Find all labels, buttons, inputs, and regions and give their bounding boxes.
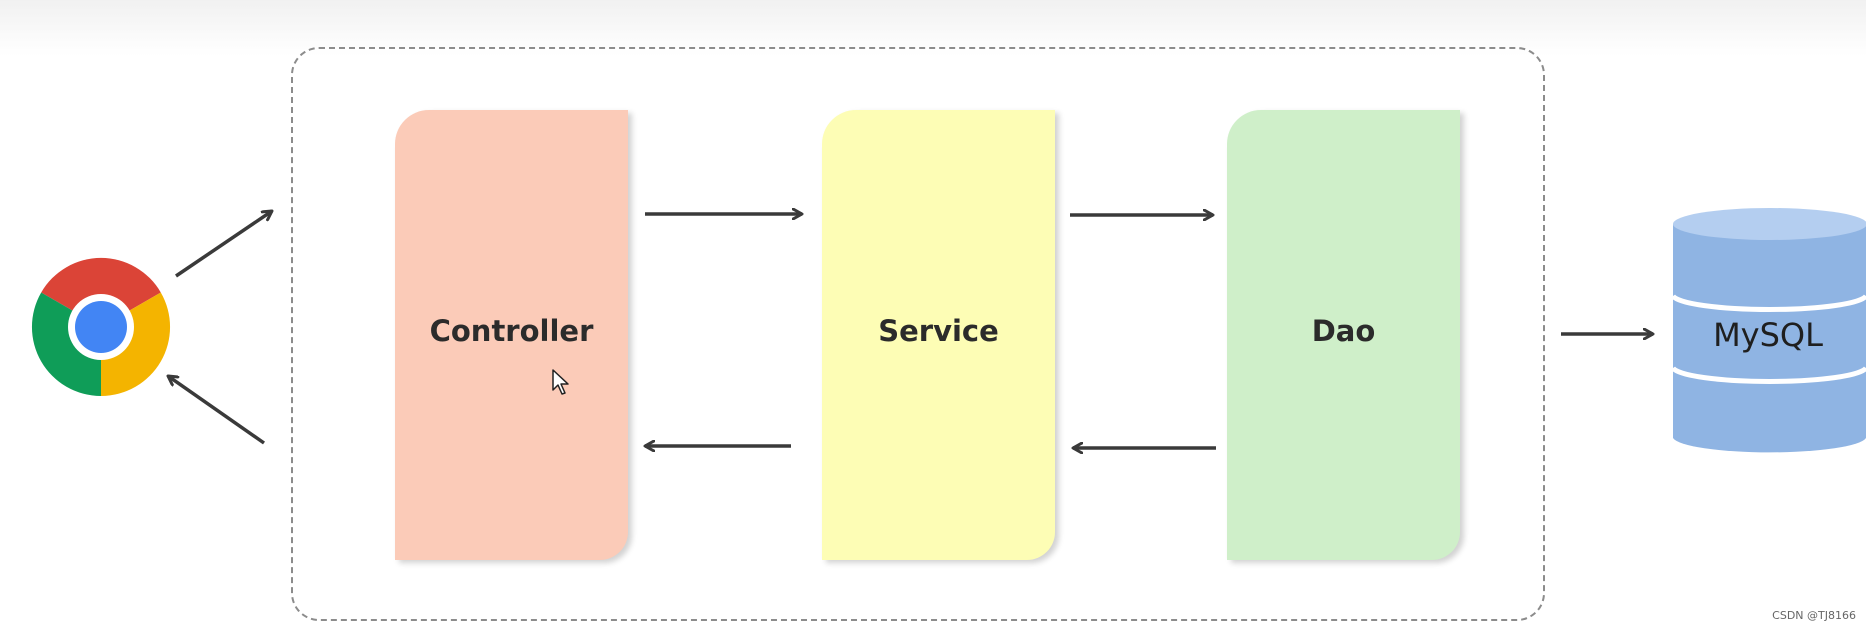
service-layer: Service — [822, 110, 1055, 560]
controller-layer: Controller — [395, 110, 628, 560]
response-arrow — [168, 376, 266, 445]
chrome-icon — [31, 257, 171, 397]
database-cylinder-icon — [1673, 208, 1866, 453]
controller-label: Controller — [429, 314, 594, 348]
backend-container — [291, 47, 1545, 621]
dao-layer: Dao — [1227, 110, 1460, 560]
dao-label: Dao — [1311, 314, 1376, 348]
mysql-label: MySQL — [1713, 316, 1823, 354]
watermark: CSDN @TJ8166 — [1772, 609, 1856, 622]
service-label: Service — [878, 314, 999, 348]
top-shade — [0, 0, 1866, 56]
request-arrow — [175, 211, 272, 278]
mouse-cursor-icon — [552, 369, 569, 395]
